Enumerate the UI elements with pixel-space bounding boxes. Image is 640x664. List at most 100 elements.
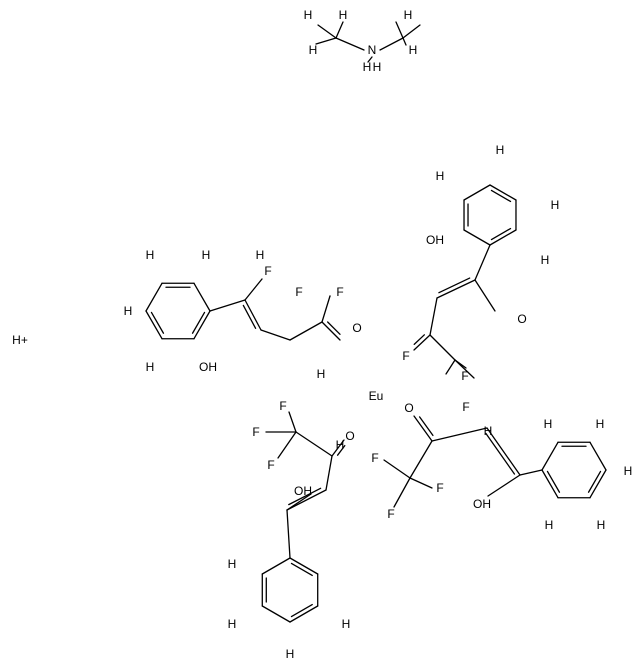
bond: [288, 411, 297, 433]
bond: [242, 304, 257, 330]
atom-label: H: [409, 43, 418, 57]
bond: [409, 440, 433, 479]
atom-label: H: [484, 424, 493, 438]
bond: [331, 439, 345, 457]
bond: [289, 605, 319, 623]
bond: [261, 605, 291, 623]
atom-label: F: [461, 369, 468, 383]
bond: [335, 21, 344, 39]
bond: [289, 557, 319, 575]
bond: [436, 279, 476, 299]
bond: [429, 297, 438, 336]
bond: [286, 509, 291, 559]
atom-label: H: [496, 143, 505, 157]
bond: [541, 441, 559, 471]
bond: [379, 37, 404, 51]
atom-label: H: [124, 304, 133, 318]
bond: [209, 299, 246, 312]
bond: [519, 469, 543, 476]
atom-label: F: [336, 285, 343, 299]
bond: [413, 334, 425, 345]
atom-label: Eu: [369, 389, 384, 403]
bond: [395, 21, 404, 39]
bond: [402, 37, 407, 46]
bond: [260, 329, 291, 341]
atom-label: F: [462, 400, 469, 414]
bond: [409, 477, 433, 489]
atom-label: H: [541, 253, 550, 267]
atom-label: OH: [426, 233, 444, 247]
bond: [589, 469, 607, 499]
atom-label: H: [202, 248, 211, 262]
bond: [413, 415, 433, 442]
bond: [193, 282, 211, 312]
bond: [463, 229, 491, 246]
bond: [327, 321, 341, 335]
bond: [191, 311, 206, 334]
bond: [429, 334, 456, 361]
bond: [489, 229, 517, 246]
bond: [589, 441, 607, 471]
atom-label: H: [544, 417, 553, 431]
atom-label: H: [339, 8, 348, 22]
bond: [295, 431, 333, 457]
bond: [587, 470, 602, 493]
bond: [290, 562, 313, 577]
bond: [393, 477, 411, 508]
bond: [277, 431, 297, 459]
atom-label: O: [517, 312, 526, 326]
atom-label: N: [368, 43, 377, 57]
bond: [546, 470, 561, 493]
atom-label: H: [336, 438, 345, 452]
bond: [286, 489, 327, 511]
bond: [289, 321, 323, 341]
atom-label: F: [387, 507, 394, 521]
atom-label: H: [317, 367, 326, 381]
atom-label: F: [267, 458, 274, 472]
atom-label: H: [146, 248, 155, 262]
bond: [321, 321, 341, 341]
atom-label: H: [256, 248, 265, 262]
atom-label: O: [404, 401, 413, 415]
bond: [150, 311, 165, 334]
bond: [485, 432, 516, 475]
bond: [463, 184, 491, 201]
atom-label: OH: [473, 497, 491, 511]
atom-label: F: [252, 425, 259, 439]
atom-label: F: [402, 349, 409, 363]
atom-label: H: [228, 617, 237, 631]
bond: [145, 282, 163, 312]
bond: [244, 299, 262, 331]
atom-label: F: [295, 285, 302, 299]
atom-label: OH: [294, 484, 312, 498]
bond: [286, 493, 312, 511]
bond: [193, 310, 211, 340]
bond: [383, 459, 411, 479]
atom-label: H: [342, 617, 351, 631]
bond: [321, 295, 331, 323]
bond: [413, 334, 431, 351]
bond: [418, 416, 434, 437]
bond: [315, 37, 337, 45]
bond-layer: [145, 21, 607, 623]
bond: [244, 278, 263, 301]
atom-label: H: [363, 60, 372, 74]
bond: [145, 310, 163, 340]
bond: [288, 487, 322, 506]
bond: [490, 189, 512, 203]
atom-label: H: [286, 647, 295, 661]
bond: [261, 557, 291, 575]
bond: [474, 279, 496, 312]
atom-label: O: [345, 429, 354, 443]
atom-label: H: [228, 557, 237, 571]
bond: [541, 469, 559, 499]
atom-label: H+: [12, 333, 28, 347]
bond: [325, 455, 333, 491]
atom-label: H: [597, 518, 606, 532]
atom-label: H: [436, 169, 445, 183]
atom-label: H: [545, 518, 554, 532]
bond: [486, 427, 521, 476]
atom-label: F: [264, 264, 271, 278]
